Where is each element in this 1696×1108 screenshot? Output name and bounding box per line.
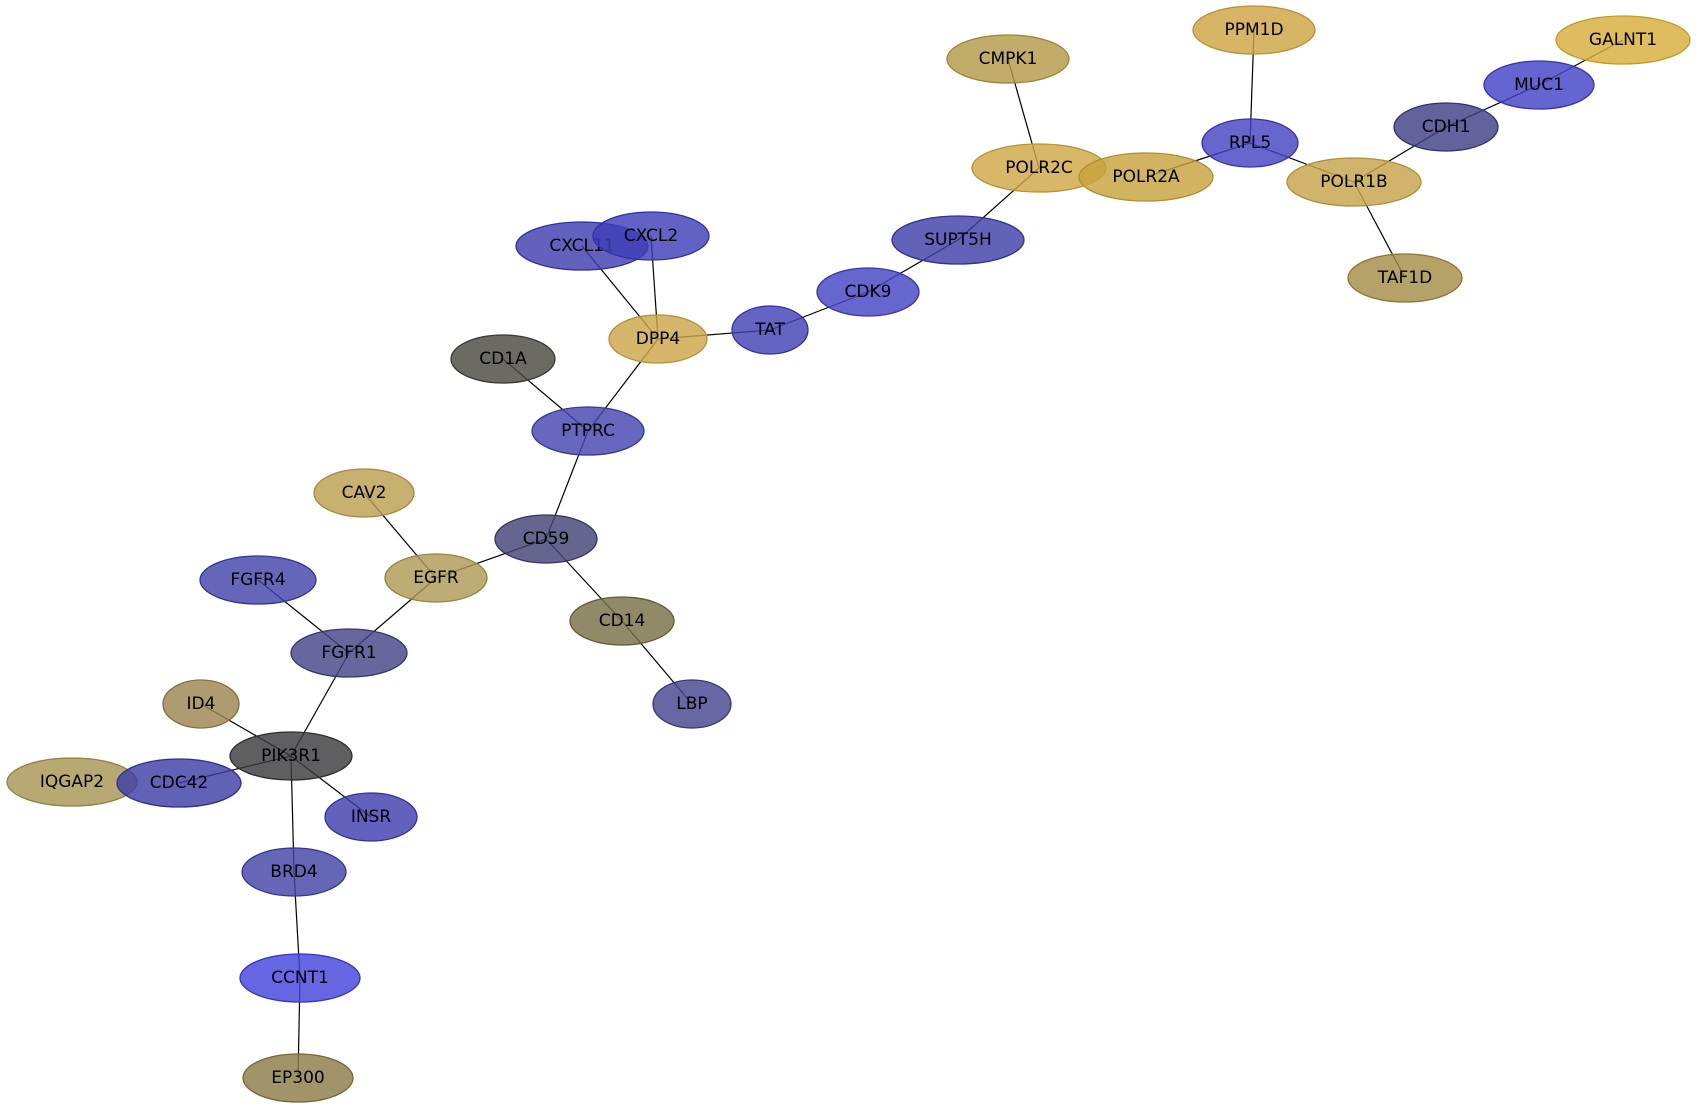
node-iqgap2[interactable]: IQGAP2 — [6, 757, 138, 807]
node-label-iqgap2: IQGAP2 — [40, 772, 104, 792]
node-shape-cd14[interactable] — [569, 596, 675, 646]
node-label-cxcl2: CXCL2 — [624, 226, 678, 246]
node-cav2[interactable]: CAV2 — [313, 468, 415, 518]
node-supt5h[interactable]: SUPT5H — [891, 215, 1025, 265]
node-egfr[interactable]: EGFR — [384, 553, 488, 603]
node-ep300[interactable]: EP300 — [242, 1053, 354, 1103]
node-cd14[interactable]: CD14 — [569, 596, 675, 646]
node-label-rpl5: RPL5 — [1229, 133, 1271, 153]
node-cd59[interactable]: CD59 — [494, 514, 598, 564]
node-polr2a[interactable]: POLR2A — [1078, 152, 1214, 202]
node-shape-fgfr1[interactable] — [290, 628, 408, 678]
node-label-ccnt1: CCNT1 — [271, 968, 329, 988]
node-shape-taf1d[interactable] — [1347, 253, 1463, 303]
node-label-brd4: BRD4 — [270, 862, 317, 882]
node-shape-id4[interactable] — [162, 679, 240, 729]
node-ppm1d[interactable]: PPM1D — [1192, 5, 1316, 55]
node-shape-brd4[interactable] — [241, 847, 347, 897]
node-label-cav2: CAV2 — [342, 483, 387, 503]
node-shape-dpp4[interactable] — [608, 314, 708, 364]
node-shape-lbp[interactable] — [652, 679, 732, 729]
node-label-insr: INSR — [351, 807, 392, 827]
node-cdh1[interactable]: CDH1 — [1393, 102, 1499, 152]
node-shape-ppm1d[interactable] — [1192, 5, 1316, 55]
node-label-id4: ID4 — [187, 694, 216, 714]
node-label-fgfr4: FGFR4 — [230, 570, 285, 590]
node-polr2c[interactable]: POLR2C — [971, 143, 1107, 193]
node-id4[interactable]: ID4 — [162, 679, 240, 729]
node-ccnt1[interactable]: CCNT1 — [239, 953, 361, 1003]
node-cxcl2[interactable]: CXCL2 — [592, 211, 710, 261]
node-label-galnt1: GALNT1 — [1589, 30, 1657, 50]
node-shape-cxcl2[interactable] — [592, 211, 710, 261]
node-label-taf1d: TAF1D — [1377, 268, 1432, 288]
node-label-polr2c: POLR2C — [1005, 158, 1073, 178]
node-label-pik3r1: PIK3R1 — [261, 746, 321, 766]
node-label-cmpk1: CMPK1 — [979, 49, 1038, 69]
node-shape-insr[interactable] — [324, 792, 418, 842]
node-rpl5[interactable]: RPL5 — [1201, 118, 1299, 168]
node-label-fgfr1: FGFR1 — [321, 643, 376, 663]
node-dpp4[interactable]: DPP4 — [608, 314, 708, 364]
node-cmpk1[interactable]: CMPK1 — [946, 34, 1070, 84]
node-shape-polr1b[interactable] — [1286, 157, 1422, 207]
node-shape-egfr[interactable] — [384, 553, 488, 603]
node-pik3r1[interactable]: PIK3R1 — [229, 731, 353, 781]
node-shape-galnt1[interactable] — [1555, 15, 1691, 65]
node-label-lbp: LBP — [676, 694, 707, 714]
node-shape-polr2a[interactable] — [1078, 152, 1214, 202]
node-label-supt5h: SUPT5H — [924, 230, 991, 250]
node-shape-muc1[interactable] — [1483, 60, 1595, 110]
node-label-ep300: EP300 — [271, 1068, 324, 1088]
node-label-cd59: CD59 — [523, 529, 570, 549]
node-insr[interactable]: INSR — [324, 792, 418, 842]
node-taf1d[interactable]: TAF1D — [1347, 253, 1463, 303]
node-shape-cmpk1[interactable] — [946, 34, 1070, 84]
node-polr1b[interactable]: POLR1B — [1286, 157, 1422, 207]
node-label-muc1: MUC1 — [1514, 75, 1564, 95]
node-shape-ccnt1[interactable] — [239, 953, 361, 1003]
node-cd1a[interactable]: CD1A — [450, 334, 556, 384]
node-shape-cd59[interactable] — [494, 514, 598, 564]
node-label-cdc42: CDC42 — [150, 773, 208, 793]
node-shape-tat[interactable] — [731, 305, 809, 355]
node-cdk9[interactable]: CDK9 — [816, 267, 920, 317]
node-label-cd1a: CD1A — [479, 349, 527, 369]
node-fgfr1[interactable]: FGFR1 — [290, 628, 408, 678]
node-shape-cdc42[interactable] — [116, 758, 242, 808]
node-cdc42[interactable]: CDC42 — [116, 758, 242, 808]
node-label-egfr: EGFR — [413, 568, 459, 588]
node-shape-fgfr4[interactable] — [199, 555, 317, 605]
node-brd4[interactable]: BRD4 — [241, 847, 347, 897]
node-shape-cd1a[interactable] — [450, 334, 556, 384]
node-shape-ep300[interactable] — [242, 1053, 354, 1103]
node-label-ppm1d: PPM1D — [1224, 20, 1283, 40]
node-lbp[interactable]: LBP — [652, 679, 732, 729]
node-shape-cdk9[interactable] — [816, 267, 920, 317]
node-label-polr2a: POLR2A — [1112, 167, 1180, 187]
node-shape-supt5h[interactable] — [891, 215, 1025, 265]
node-shape-cdh1[interactable] — [1393, 102, 1499, 152]
node-fgfr4[interactable]: FGFR4 — [199, 555, 317, 605]
node-tat[interactable]: TAT — [731, 305, 809, 355]
node-shape-ptprc[interactable] — [531, 406, 645, 456]
node-shape-cav2[interactable] — [313, 468, 415, 518]
node-shape-pik3r1[interactable] — [229, 731, 353, 781]
node-label-polr1b: POLR1B — [1320, 172, 1387, 192]
node-label-cd14: CD14 — [599, 611, 646, 631]
node-galnt1[interactable]: GALNT1 — [1555, 15, 1691, 65]
node-ptprc[interactable]: PTPRC — [531, 406, 645, 456]
node-label-cdh1: CDH1 — [1422, 117, 1471, 137]
node-label-dpp4: DPP4 — [636, 329, 680, 349]
node-label-cdk9: CDK9 — [845, 282, 892, 302]
node-label-ptprc: PTPRC — [561, 421, 615, 441]
node-muc1[interactable]: MUC1 — [1483, 60, 1595, 110]
node-shape-rpl5[interactable] — [1201, 118, 1299, 168]
node-label-tat: TAT — [754, 320, 785, 340]
